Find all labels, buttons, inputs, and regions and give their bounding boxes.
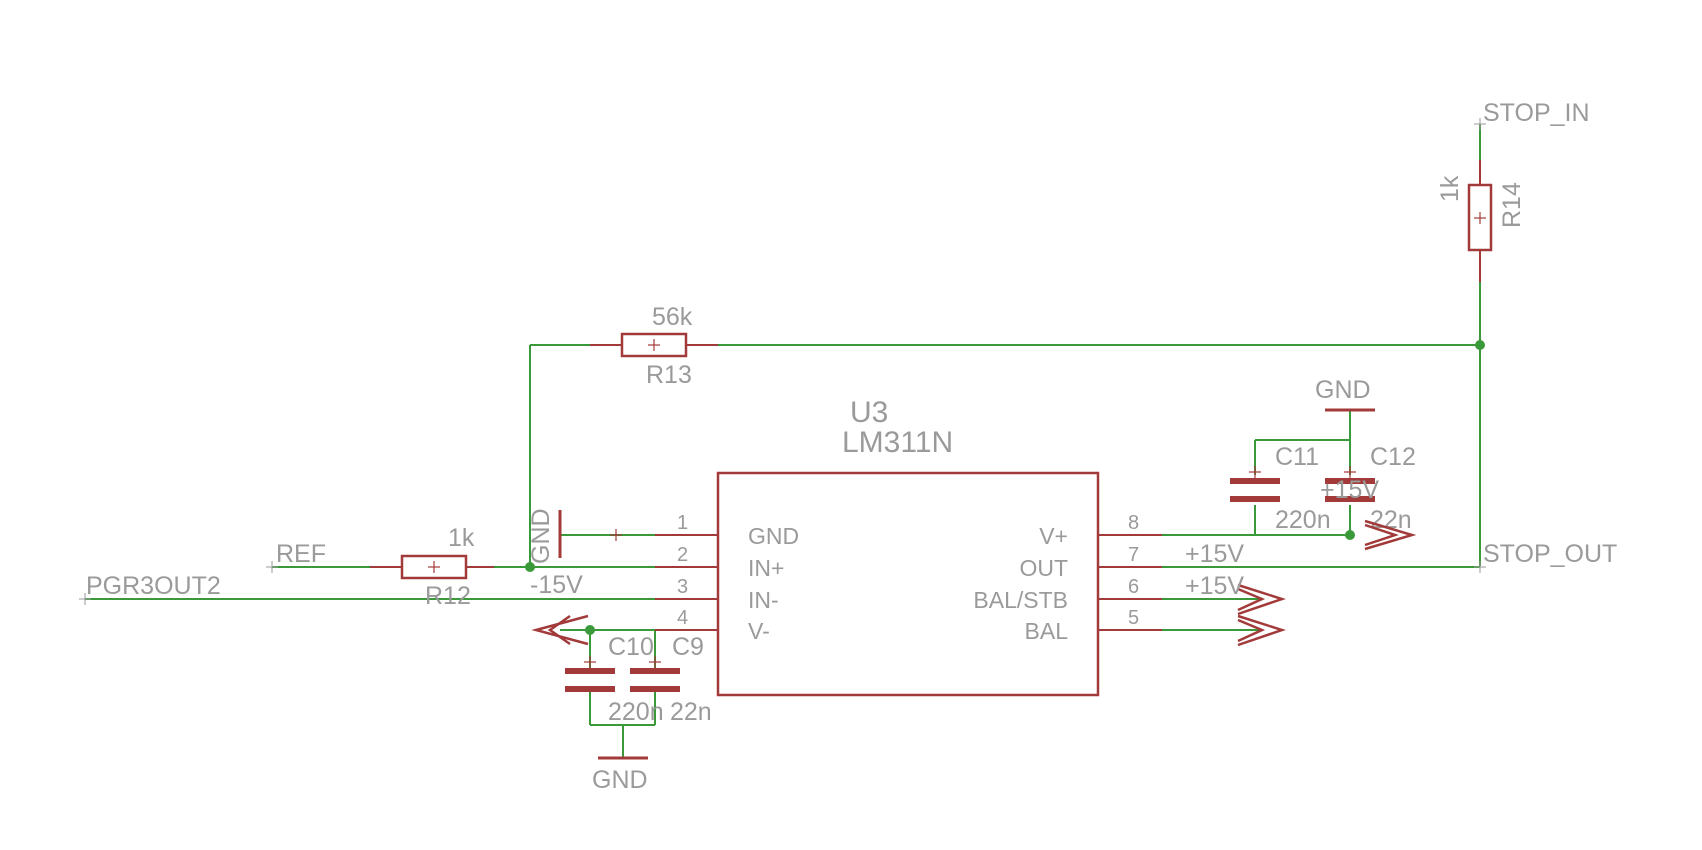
pin-number: 4 bbox=[677, 607, 688, 629]
pin-name: V- bbox=[748, 618, 770, 644]
net-label-neg15v: -15V bbox=[530, 571, 583, 599]
junction-vplus bbox=[1345, 530, 1355, 540]
resistor-r14[interactable]: 1k R14 bbox=[1436, 160, 1526, 282]
resistor-r13[interactable]: 56k R13 bbox=[590, 303, 718, 389]
pin-name: GND bbox=[748, 523, 799, 549]
pin-name: IN+ bbox=[748, 555, 784, 581]
net-label-pgr3out2: PGR3OUT2 bbox=[86, 572, 221, 600]
pin-number: 6 bbox=[1128, 576, 1139, 598]
pin-name: OUT bbox=[1019, 555, 1068, 581]
capacitor-value: 22n bbox=[670, 698, 712, 726]
supply-arrow-neg15v bbox=[531, 614, 589, 646]
net-label-pos15v-c12: +15V bbox=[1320, 476, 1379, 504]
pin-name: BAL bbox=[1025, 618, 1069, 644]
net-label-stop-out: STOP_OUT bbox=[1483, 540, 1617, 568]
supply-arrow-pin6 bbox=[1237, 583, 1286, 616]
ic-u3[interactable]: U3 LM311N 1 2 3 4 8 7 6 5 GND IN+ IN- V-… bbox=[655, 396, 1162, 697]
ground-symbol-c9c10: GND bbox=[592, 756, 648, 794]
net-label-ref: REF bbox=[276, 540, 326, 568]
resistor-ref: R13 bbox=[646, 361, 692, 389]
capacitor-ref: C11 bbox=[1275, 443, 1319, 471]
supply-arrow-pos15v-c12 bbox=[1364, 519, 1417, 551]
junction-stop bbox=[1475, 340, 1485, 350]
capacitor-ref: C12 bbox=[1370, 443, 1416, 471]
net-ticks bbox=[79, 118, 1486, 605]
capacitor-c9[interactable]: C9 22n bbox=[630, 633, 712, 726]
junction-vminus bbox=[585, 625, 595, 635]
junction-in-plus bbox=[525, 562, 535, 572]
ground-symbol-pin1: GND bbox=[527, 508, 622, 564]
pin-name: IN- bbox=[748, 587, 779, 613]
pin-number: 3 bbox=[677, 576, 688, 598]
pin-number: 8 bbox=[1128, 512, 1139, 534]
net-label-gnd: GND bbox=[592, 766, 648, 794]
resistor-ref: R12 bbox=[425, 582, 471, 610]
net-label-gnd: GND bbox=[1315, 376, 1371, 404]
wires bbox=[85, 124, 1481, 758]
net-label-pos15v-bal: +15V bbox=[1185, 572, 1244, 600]
capacitor-ref: C10 bbox=[608, 633, 654, 661]
pin-number: 2 bbox=[677, 544, 688, 566]
pin-number: 7 bbox=[1128, 544, 1139, 566]
pin-name: BAL/STB bbox=[973, 587, 1068, 613]
junctions bbox=[525, 340, 1485, 635]
net-label-stop-in: STOP_IN bbox=[1483, 99, 1590, 127]
capacitor-c11[interactable]: C11 220n bbox=[1230, 443, 1331, 534]
net-label-pos15v-out: +15V bbox=[1185, 540, 1244, 568]
ic-ref: U3 bbox=[850, 396, 888, 429]
resistor-ref: R14 bbox=[1498, 182, 1526, 228]
net-label-gnd: GND bbox=[527, 508, 555, 564]
resistor-r12[interactable]: 1k R12 bbox=[370, 524, 494, 610]
ic-value: LM311N bbox=[842, 426, 953, 459]
supply-arrow-pin5 bbox=[1237, 614, 1286, 647]
capacitor-value: 220n bbox=[1275, 506, 1331, 534]
capacitor-value: 220n bbox=[608, 698, 664, 726]
resistor-value: 1k bbox=[1436, 175, 1464, 202]
resistor-value: 1k bbox=[448, 524, 475, 552]
ground-symbol-c11c12: GND bbox=[1315, 376, 1375, 412]
capacitor-ref: C9 bbox=[672, 633, 704, 661]
resistor-value: 56k bbox=[652, 303, 693, 331]
pin-number: 5 bbox=[1128, 607, 1139, 629]
pin-number: 1 bbox=[677, 512, 688, 534]
pin-name: V+ bbox=[1039, 523, 1068, 549]
capacitor-c10[interactable]: C10 220n bbox=[565, 633, 664, 726]
